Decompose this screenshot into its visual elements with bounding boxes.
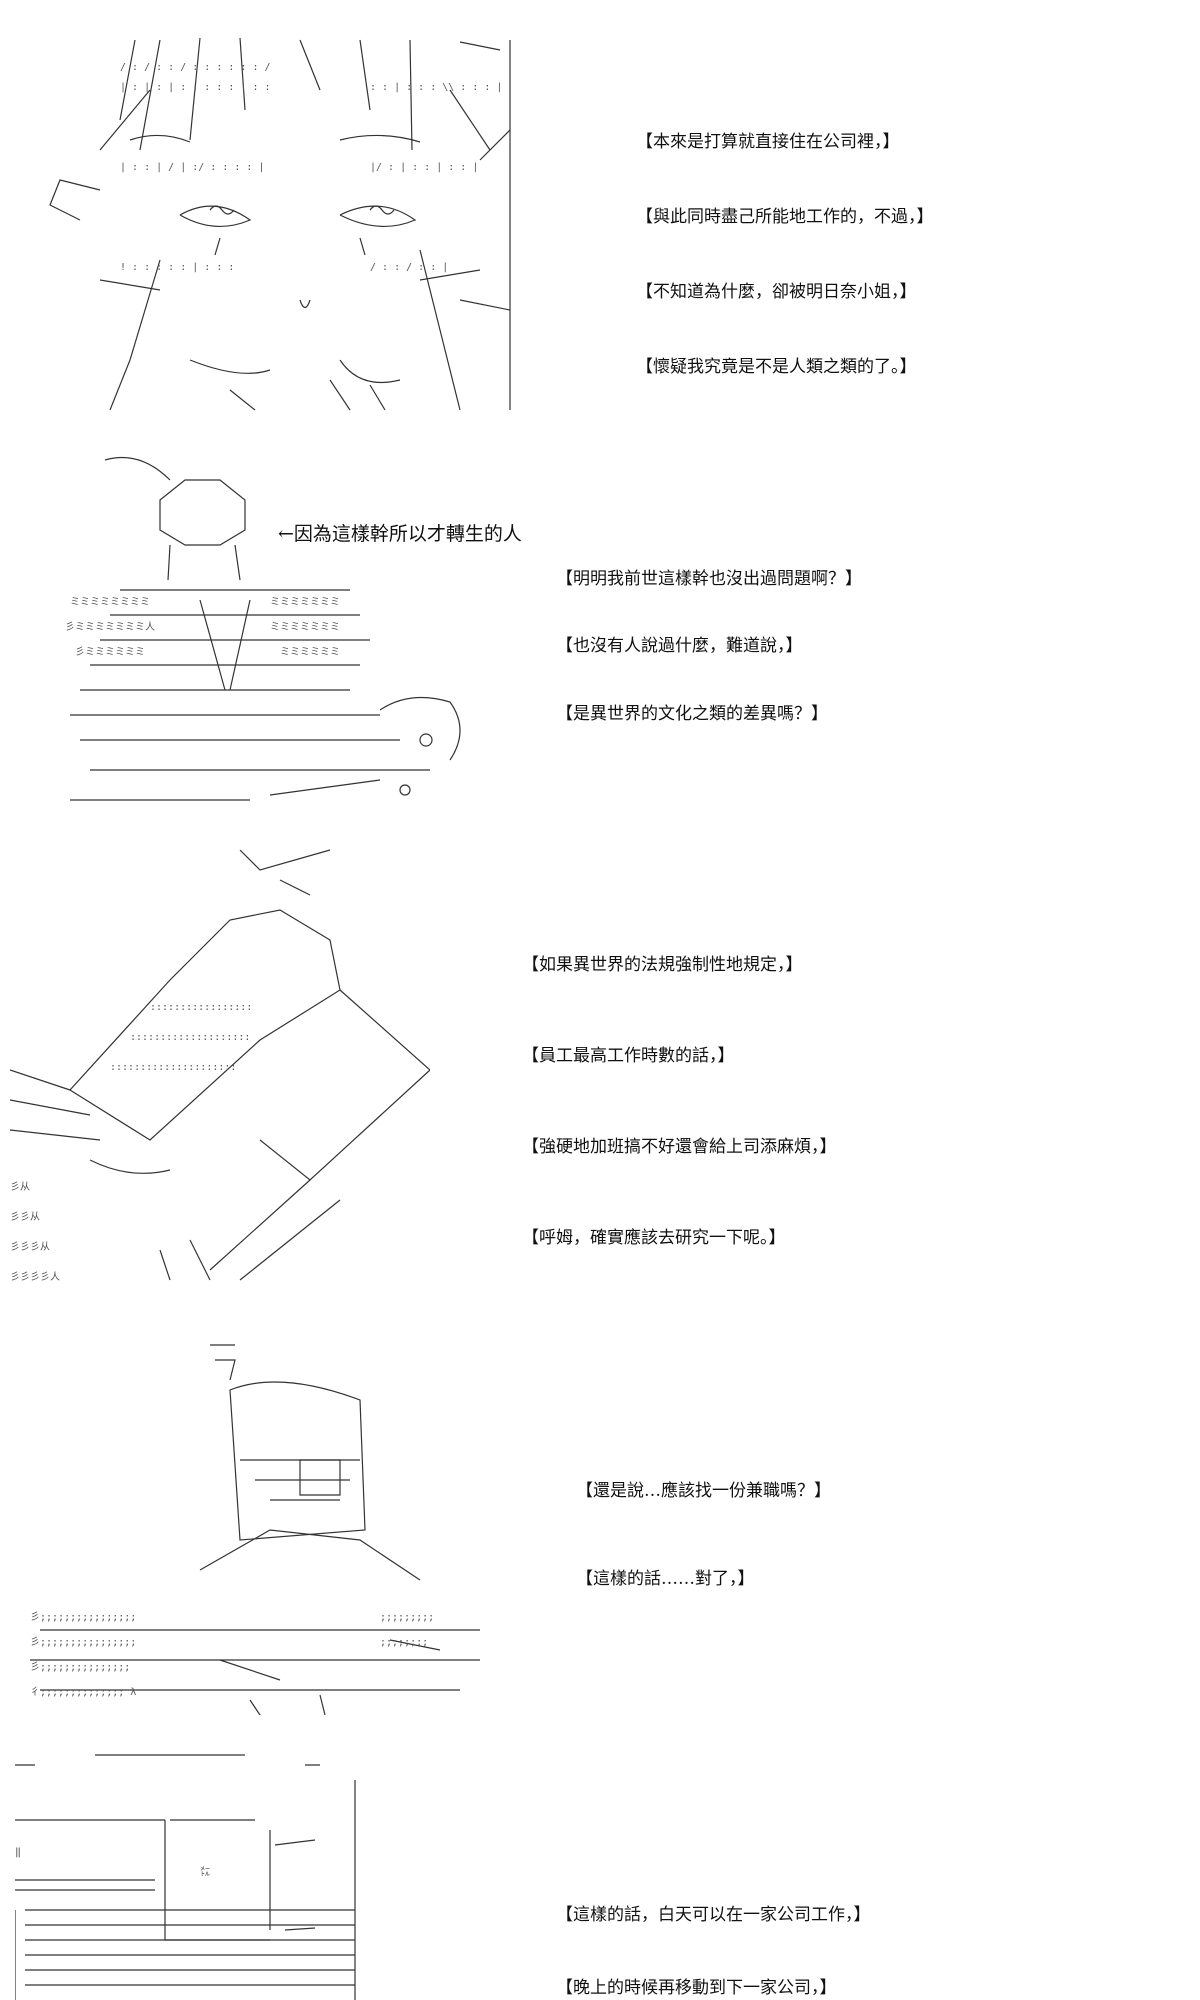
svg-text:|/ : | : : | : : |: |/ : | : : | : : | — [370, 162, 478, 173]
dialogue-line: 【如果異世界的法規強制性地規定，】 — [522, 955, 803, 975]
dialogue-line: 【員工最高工作時數的話，】 — [522, 1046, 735, 1066]
dialogue-line: 【強硬地加班搞不好還會給上司添麻煩，】 — [522, 1137, 837, 1157]
svg-text:ミミミミミミミ: ミミミミミミミ — [270, 597, 340, 608]
svg-text:彡彡彡从: 彡彡彡从 — [10, 1242, 50, 1253]
ascii-art-figure-with-tablet: ::::::::::::::::: :::::::::::::::::::: :… — [10, 840, 430, 1295]
svg-text:: : | : : : \\ : : : |: : : | : : : \\ : : : | — [370, 82, 502, 93]
svg-text:;;;;;;;;: ;;;;;;;; — [380, 1637, 428, 1648]
svg-text:彡;;;;;;;;;;;;;;;;: 彡;;;;;;;;;;;;;;;; — [30, 1637, 136, 1648]
building-scene-drawing: ‖ ㍍ — [15, 1754, 356, 2000]
svg-text:| : | : | : : : : : | : :: | : | : | : : : : : | : : — [120, 82, 271, 93]
dialogue-line: 【與此同時盡己所能地工作的，不過，】 — [636, 207, 934, 227]
annotation-caption: ←因為這樣幹所以才轉生的人 — [278, 523, 522, 545]
dialogue-line: 【懷疑我究竟是不是人類之類的了。】 — [636, 357, 917, 377]
svg-text:‖: ‖ — [15, 1847, 21, 1858]
panel-5: ‖ ㍍ 【這樣的話，白天可以在一家公司工作，】 【晚上的時候再移動到下一家公司，… — [0, 1740, 1200, 2000]
panel-2: ミミミミミミミミ 彡ミミミミミミミ人 彡ミミミミミミ ミミミミミミミ ミミミミミ… — [0, 430, 1200, 820]
svg-text:/ : : / : : |: / : : / : : | — [370, 262, 448, 273]
svg-text:ミミミミミミミ: ミミミミミミミ — [270, 622, 340, 633]
dialogue-line: 【呼姆，確實應該去研究一下呢。】 — [522, 1228, 786, 1248]
portrait-drawing: / : / : : / : : : : : : / | : | : | : : … — [49, 37, 511, 411]
ascii-art-helmeted-figure: 彡;;;;;;;;;;;;;;;; 彡;;;;;;;;;;;;;;;; 彡;;;… — [20, 1330, 500, 1715]
panel-3: ::::::::::::::::: :::::::::::::::::::: :… — [0, 830, 1200, 1300]
dialogue-line: 【明明我前世這樣幹也沒出過問題啊？】 — [556, 569, 862, 589]
svg-text:::::::::::::::::::::: :::::::::::::::::::: — [130, 1032, 250, 1043]
ascii-art-character-portrait: / : / : : / : : : : : : / | : | : | : : … — [40, 30, 520, 415]
svg-text:ミミミミミミ: ミミミミミミ — [280, 647, 340, 658]
dialogue-line: 【還是說…應該找一份兼職嗎？】 — [576, 1481, 831, 1501]
svg-text:| : : | / | :/ : : : : |: | : : | / | :/ : : : : | — [120, 162, 265, 173]
svg-text::::::::::::::::::: ::::::::::::::::: — [150, 1002, 252, 1013]
svg-text:;;;;;;;;;: ;;;;;;;;; — [380, 1612, 434, 1623]
panel-4: 彡;;;;;;;;;;;;;;;; 彡;;;;;;;;;;;;;;;; 彡;;;… — [0, 1320, 1200, 1720]
svg-text:ミミミミミミミミ: ミミミミミミミミ — [70, 597, 150, 608]
svg-text:彳;;;;;;;;;;;;;; λ: 彳;;;;;;;;;;;;;; λ — [30, 1687, 136, 1698]
panel-1: / : / : : / : : : : : : / | : | : | : : … — [0, 0, 1200, 420]
svg-text:彡ミミミミミミミ人: 彡ミミミミミミミ人 — [65, 621, 155, 633]
svg-text:彡彡从: 彡彡从 — [10, 1212, 40, 1223]
svg-text:彡;;;;;;;;;;;;;;;;: 彡;;;;;;;;;;;;;;;; — [30, 1612, 136, 1623]
svg-text:㍍: ㍍ — [200, 1865, 210, 1878]
dialogue-line: 【是異世界的文化之類的差異嗎？】 — [556, 704, 828, 724]
svg-text::::::::::::::::::::::: ::::::::::::::::::::: — [110, 1062, 236, 1073]
tablet-figure-drawing: ::::::::::::::::: :::::::::::::::::::: :… — [10, 849, 430, 1283]
robed-figure-drawing: ミミミミミミミミ 彡ミミミミミミミ人 彡ミミミミミミ ミミミミミミミ ミミミミミ… — [65, 456, 461, 801]
ascii-art-building-scene: ‖ ㍍ — [15, 1750, 385, 2000]
svg-text:彡;;;;;;;;;;;;;;;: 彡;;;;;;;;;;;;;;; — [30, 1662, 130, 1673]
dialogue-line: 【也沒有人說過什麼，難道說，】 — [556, 636, 803, 656]
svg-text:彡ミミミミミミ: 彡ミミミミミミ — [75, 647, 145, 658]
svg-text:! : : : : : | : : :: ! : : : : : | : : : — [120, 262, 234, 273]
dialogue-line: 【本來是打算就直接住在公司裡，】 — [636, 132, 900, 152]
dialogue-line: 【不知道為什麼，卻被明日奈小姐，】 — [636, 282, 917, 302]
svg-text:彡从: 彡从 — [10, 1182, 30, 1193]
dialogue-line: 【晚上的時候再移動到下一家公司，】 — [556, 1978, 837, 1998]
svg-text:彡彡彡彡人: 彡彡彡彡人 — [10, 1271, 60, 1283]
dialogue-line: 【這樣的話，白天可以在一家公司工作，】 — [556, 1905, 871, 1925]
svg-text:/ : / : : / : : : : : : /: / : / : : / : : : : : : / — [120, 62, 271, 73]
ascii-art-robed-figure: ミミミミミミミミ 彡ミミミミミミミ人 彡ミミミミミミ ミミミミミミミ ミミミミミ… — [50, 440, 510, 815]
dialogue-line: 【這樣的話……對了，】 — [576, 1569, 755, 1589]
helmeted-figure-drawing: 彡;;;;;;;;;;;;;;;; 彡;;;;;;;;;;;;;;;; 彡;;;… — [30, 1344, 480, 1715]
